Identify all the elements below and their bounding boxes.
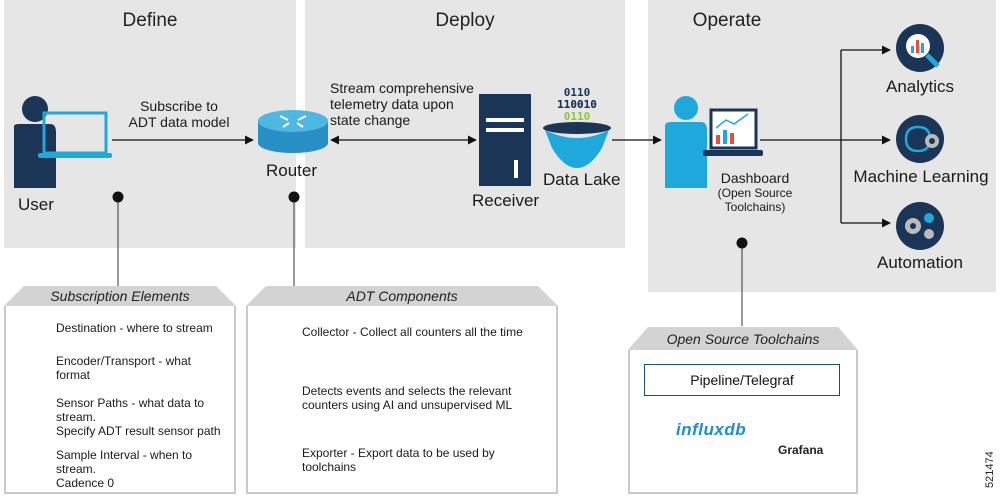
dashboard-sub-1: (Open Source	[717, 186, 793, 200]
exporter-line-1: Exporter - Export data to be used by	[302, 446, 495, 460]
user-icon	[14, 96, 112, 188]
stream-label: Stream comprehensive telemetry data upon…	[330, 80, 490, 128]
sample-interval-line-1: Sample Interval - when to	[56, 448, 193, 462]
user-label: User	[18, 195, 54, 214]
collector-text: Collector - Collect all counters all the…	[302, 325, 523, 339]
encoder-line-1: Encoder/Transport - what	[56, 354, 191, 368]
define-pin	[112, 191, 124, 203]
adt-components-title: ADT Components	[346, 288, 458, 304]
analytics-label: Analytics	[885, 77, 955, 96]
define-panel: Define	[4, 0, 296, 248]
exporter-line-2: toolchains	[302, 460, 357, 474]
router-label: Router	[266, 161, 318, 180]
receiver-label: Receiver	[472, 191, 540, 210]
stream-line-3: state change	[330, 112, 411, 128]
data-lake-bits: 0110 110010 0110	[544, 87, 610, 123]
bits-row-3: 0110	[563, 110, 591, 123]
analytics-icon	[896, 24, 944, 72]
grafana-label: Grafana	[778, 443, 824, 457]
machine-learning-label: Machine Learning	[853, 167, 989, 186]
stream-line-1: Stream comprehensive	[330, 80, 474, 96]
sample-interval-line-2: stream.	[56, 462, 97, 476]
toolchains-header-tab	[628, 327, 858, 350]
dashboard-sub-2: Toolchains)	[724, 200, 786, 214]
detector-text: Detects events and selects the relevant …	[302, 384, 512, 412]
subscription-elements-title: Subscription Elements	[50, 288, 190, 304]
operate-title: Operate	[692, 10, 762, 31]
stream-line-2: telemetry data upon	[330, 96, 454, 112]
automation-label: Automation	[877, 253, 963, 272]
pipeline-telegraf-box: Pipeline/Telegraf	[644, 364, 840, 396]
data-lake-icon	[543, 122, 611, 168]
sensor-path-line-2: stream.	[56, 410, 97, 424]
define-title: Define	[122, 10, 178, 31]
receiver-icon	[479, 94, 531, 186]
subscribe-label: Subscribe to ADT data model	[120, 98, 238, 130]
adt-header-tab	[246, 286, 558, 306]
detector-line-2: counters using AI and unsupervised ML	[302, 398, 513, 412]
sample-interval-line-3: Cadence 0	[56, 476, 115, 490]
destination-text: Destination - where to stream	[56, 321, 213, 335]
dashboard-icon	[665, 96, 763, 188]
influxdb-label: influxdb	[676, 420, 747, 439]
open-source-toolchains-title: Open Source Toolchains	[666, 331, 820, 347]
detector-line-1: Detects events and selects the relevant	[302, 384, 512, 398]
bits-row-1: 0110	[563, 86, 591, 99]
subscription-elements-card	[4, 306, 236, 494]
bits-row-2: 110010	[557, 98, 597, 111]
deploy-title: Deploy	[435, 10, 495, 31]
subscription-header-tab	[4, 286, 236, 306]
encoder-text: Encoder/Transport - what format	[56, 354, 191, 382]
dashboard-title: Dashboard	[720, 170, 790, 186]
adt-components-card	[246, 306, 558, 494]
sensor-path-line-1: Sensor Paths - what data to	[56, 396, 205, 410]
deploy-pin	[288, 191, 300, 203]
data-lake-label: Data Lake	[543, 170, 621, 189]
automation-icon	[896, 202, 944, 250]
subscribe-line-1: Subscribe to	[140, 98, 218, 114]
subscribe-line-2: ADT data model	[128, 114, 230, 130]
machine-learning-icon	[896, 115, 944, 163]
dashboard-label: Dashboard (Open Source Toolchains)	[700, 170, 810, 214]
sample-interval-text: Sample Interval - when to stream. Cadenc…	[56, 448, 192, 490]
sensor-path-line-3: Specify ADT result sensor path	[56, 424, 221, 438]
operate-pin	[736, 237, 748, 249]
figure-id: 521474	[984, 451, 996, 488]
router-icon	[258, 110, 328, 153]
exporter-text: Exporter - Export data to be used by too…	[302, 446, 495, 474]
encoder-line-2: format	[56, 368, 91, 382]
sensor-path-text: Sensor Paths - what data to stream. Spec…	[56, 396, 221, 438]
